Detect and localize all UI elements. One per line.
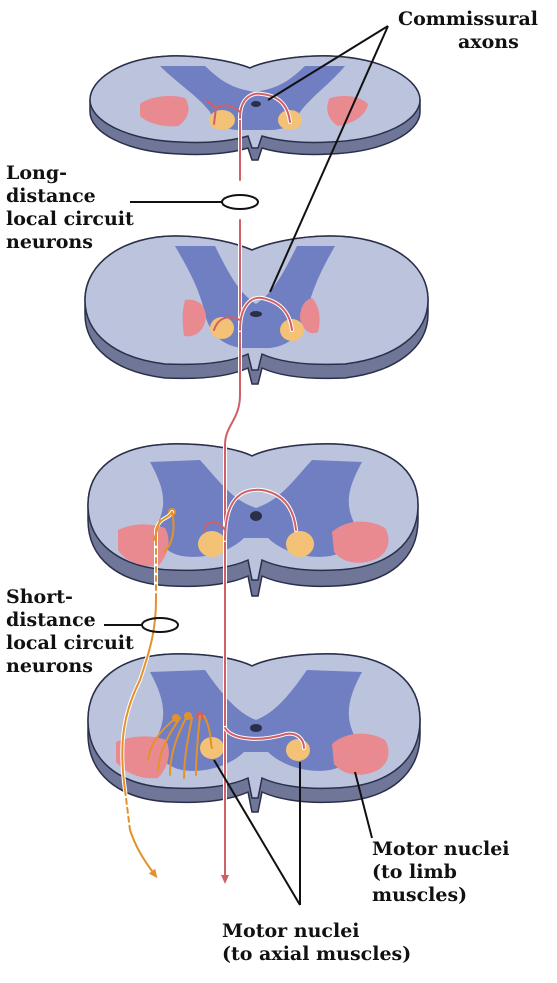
section-4-central-canal: [250, 724, 262, 732]
label-commissural-axons: Commissural axons: [398, 8, 538, 53]
section-3-limb-nucleus-right: [332, 521, 389, 563]
section-1-limb-nucleus-right: [327, 96, 368, 126]
section-2-central-canal: [250, 311, 262, 317]
short-distance-dashed-4: [124, 789, 131, 831]
section-4-limb-nucleus-right: [332, 733, 389, 775]
section-2-axial-nucleus-left: [210, 317, 234, 339]
spinal-section-4: [87, 653, 421, 813]
label-leaders: [104, 25, 389, 906]
commissural-leader-2: [269, 25, 389, 293]
local-branch-2: [213, 316, 241, 331]
label-short-distance-local-circuit-neurons: Short- distance local circuit neurons: [6, 586, 134, 677]
short-distance-fan-4: [147, 715, 213, 779]
axial-leader-1: [213, 759, 301, 906]
section-2-limb-nucleus-right: [300, 298, 320, 334]
long-distance-ring: [221, 194, 259, 210]
section-1-limb-nucleus-left: [140, 96, 189, 127]
section-2-limb-nucleus-left: [182, 299, 206, 337]
spinal-section-2: [84, 235, 429, 385]
limb-leader: [354, 771, 373, 839]
local-branch-3: [203, 520, 226, 531]
spinal-section-1: [89, 55, 421, 161]
commissural-branch-4-core: [224, 727, 305, 749]
section-4-axial-nucleus-right: [286, 739, 310, 761]
short-distance-ring: [141, 617, 179, 633]
section-1-central-canal: [251, 101, 261, 107]
label-motor-nuclei-limb: Motor nuclei (to limb muscles): [372, 838, 510, 906]
section-2-face: [84, 235, 429, 371]
section-3-gray-matter: [150, 460, 362, 557]
section-3-axial-nucleus-left: [198, 531, 226, 557]
local-branch-1: [205, 99, 241, 125]
section-3-central-canal: [250, 511, 262, 521]
commissural-branch-1-core: [239, 92, 291, 123]
spinal-section-3: [87, 443, 419, 597]
section-4-limb-nucleus-left: [116, 736, 169, 779]
label-long-distance-local-circuit-neurons: Long- distance local circuit neurons: [6, 162, 134, 253]
short-distance-local-branch-3: [153, 511, 175, 553]
commissural-branch-2-core: [239, 296, 293, 331]
section-1-axial-nucleus-left: [209, 110, 235, 130]
commissural-leader-1: [267, 25, 389, 101]
section-3-axial-nucleus-right: [286, 531, 314, 557]
short-distance-neuron-pathway: [120, 508, 213, 875]
commissural-branch-3-core: [224, 488, 297, 541]
label-motor-nuclei-axial: Motor nuclei (to axial muscles): [222, 920, 412, 965]
